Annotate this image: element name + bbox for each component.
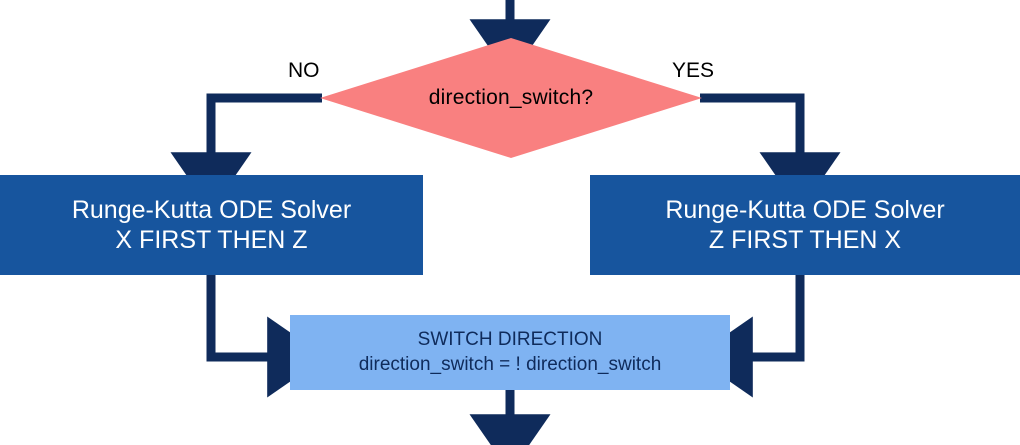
switch-direction-node[interactable]: SWITCH DIRECTION direction_switch = ! di…: [290, 315, 730, 390]
edge-right-box-to-switch: [694, 275, 805, 398]
decision-diamond-shape: [320, 38, 702, 158]
process-right-line1: Runge-Kutta ODE Solver: [665, 195, 945, 224]
branch-label-no: NO: [288, 59, 320, 82]
decision-label: direction_switch?: [428, 86, 594, 109]
process-node-left[interactable]: Runge-Kutta ODE Solver X FIRST THEN Z: [0, 175, 423, 275]
switch-line2: direction_switch = ! direction_switch: [358, 353, 662, 375]
process-right-line2: Z FIRST THEN X: [708, 226, 902, 254]
branch-label-yes: YES: [672, 59, 715, 82]
process-node-right[interactable]: Runge-Kutta ODE Solver Z FIRST THEN X: [590, 175, 1020, 275]
edge-yes-to-right-box: [700, 93, 841, 211]
edge-left-box-to-switch: [206, 275, 326, 398]
decision-node[interactable]: direction_switch?: [320, 38, 702, 158]
switch-line1: SWITCH DIRECTION: [417, 328, 603, 350]
process-left-line2: X FIRST THEN Z: [115, 226, 308, 254]
edge-no-to-left-box: [170, 93, 322, 211]
process-left-line1: Runge-Kutta ODE Solver: [71, 195, 352, 224]
